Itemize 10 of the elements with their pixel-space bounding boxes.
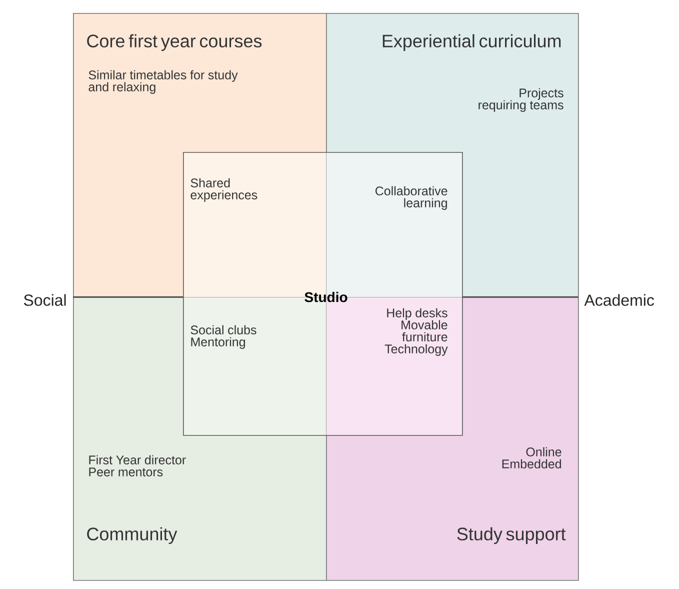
panel-heading: Community — [87, 527, 178, 544]
panel-text: First Year director Peer mentors — [89, 455, 186, 476]
axis-label: Academic — [584, 294, 654, 306]
panel-heading: Experiential curriculum — [382, 34, 561, 51]
panel-heading: Study support — [457, 527, 566, 544]
panel-text: Projects requiring teams — [478, 88, 564, 112]
panel-text: Online Embedded — [502, 447, 562, 468]
panel-text: Similar timetables for study and relaxing — [88, 70, 238, 94]
axis-label: Social — [24, 294, 66, 306]
panel-heading: Core first year courses — [87, 34, 262, 51]
